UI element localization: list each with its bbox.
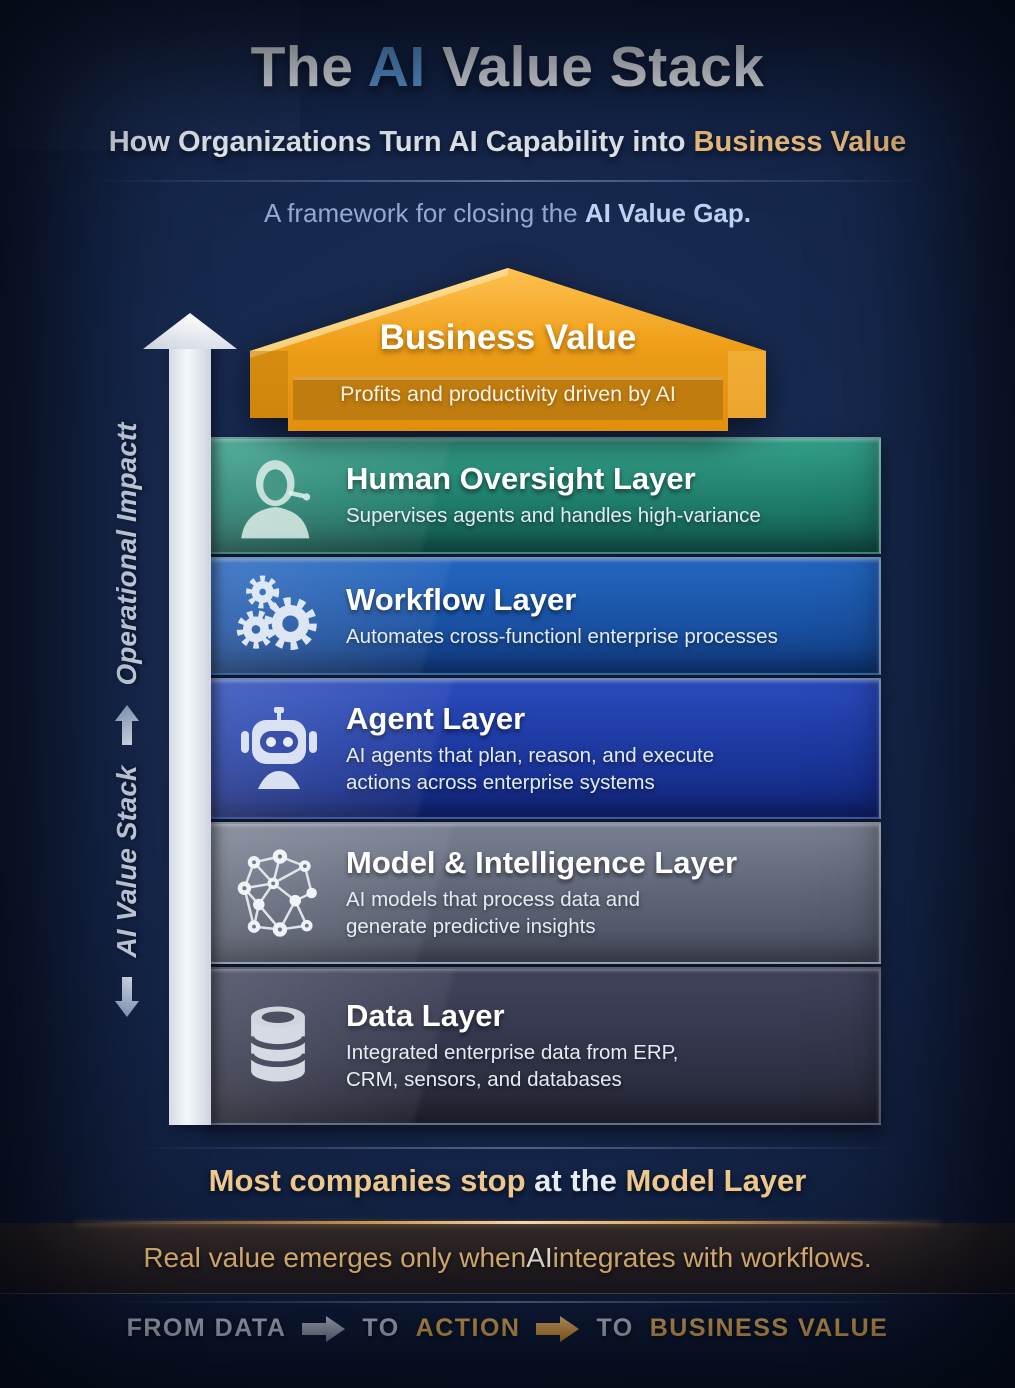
layer-subtitle: Supervises agents and handles high-varia… [346, 504, 761, 528]
footer-to-1: TO [362, 1314, 400, 1342]
footer-business-value: BUSINESS VALUE [649, 1314, 889, 1342]
layer-text: Data Layer Integrated enterprise data fr… [346, 998, 732, 1093]
layer-title: Agent Layer [346, 700, 526, 736]
database-icon [248, 1006, 308, 1082]
banner-pre: Real value emerges only when [143, 1242, 527, 1273]
layer-title: Workflow Layer [346, 581, 577, 617]
banner-post: integrates with workflows. [552, 1242, 872, 1273]
layer-subtitle: Automates cross-functionl enterprise pro… [346, 624, 778, 648]
neural-network-icon [237, 849, 317, 937]
page-title: The AI Value Stack [0, 34, 1015, 100]
gold-divider [75, 1221, 940, 1224]
layer-icon-box [210, 998, 346, 1094]
subtitle-accent: Business Value [693, 126, 907, 158]
layer-human-oversight: Human Oversight Layer Supervises agents … [208, 437, 881, 554]
real-value-banner: Real value emerges only when AI integrat… [0, 1223, 1015, 1294]
title-post: Value Stack [425, 35, 765, 99]
robot-icon [241, 706, 317, 789]
layer-text: Human Oversight Layer Supervises agents … [346, 461, 777, 530]
callout-part3: Model Layer [625, 1163, 807, 1198]
page-subtitle: How Organizations Turn AI Capability int… [0, 126, 1015, 159]
layer-data: Data Layer Integrated enterprise data fr… [208, 967, 881, 1125]
apex-title: Business Value [379, 318, 637, 357]
title-accent: AI [367, 35, 426, 99]
footer-from-data: FROM DATA [126, 1314, 287, 1342]
callout-part2: at the [525, 1163, 626, 1198]
tagline-accent: AI Value Gap. [584, 198, 751, 228]
layer-model-intelligence: Model & Intelligence Layer AI models tha… [208, 822, 881, 964]
layer-workflow: Workflow Layer Automates cross-functionl… [208, 557, 881, 675]
tagline-pre: A framework for closing the [264, 198, 585, 228]
layer-subtitle: AI agents that plan, reason, and execute… [346, 743, 715, 794]
layer-title: Model & Intelligence Layer [346, 845, 738, 881]
layer-text: Agent Layer AI agents that plan, reason,… [346, 701, 792, 796]
model-layer-callout: Most companies stop at the Model Layer [0, 1163, 1015, 1199]
person-headset-icon [241, 459, 311, 538]
layer-text: Workflow Layer Automates cross-functionl… [346, 582, 794, 651]
footer-flow: FROM DATA TO ACTION TO BUSINESS VALUE [0, 1314, 1015, 1343]
axis-lower-label: AI Value Stack [111, 765, 142, 958]
gold-arrow-icon [536, 1315, 580, 1342]
footer-action: ACTION [415, 1314, 521, 1342]
callout-part1: Most companies stop [208, 1163, 526, 1198]
layer-title: Data Layer [346, 998, 505, 1034]
axis-upper-label: Operational Impactt [111, 422, 142, 686]
value-stack-arrow-shaft [169, 342, 211, 1125]
layer-title: Human Oversight Layer [346, 461, 696, 497]
subtitle-pre: How Organizations Turn AI Capability int… [108, 126, 694, 158]
footer-to-2: TO [596, 1314, 634, 1342]
business-value-apex-shape [250, 268, 766, 431]
layer-icon-box [210, 568, 346, 664]
axis-label: AI Value Stack Operational Impactt [105, 325, 149, 1115]
layer-text: Model & Intelligence Layer AI models tha… [346, 845, 753, 940]
layer-icon-box [210, 845, 346, 941]
apex-subtitle: Profits and productivity driven by AI [340, 382, 676, 406]
gears-icon [236, 575, 317, 651]
layer-icon-box [210, 450, 346, 542]
value-stack-arrow-head [143, 313, 237, 349]
banner-accent: AI [526, 1242, 553, 1273]
header-divider [88, 180, 928, 182]
section-divider [130, 1147, 900, 1149]
down-arrow-icon [115, 977, 139, 1018]
gray-arrow-icon [302, 1315, 346, 1342]
up-arrow-icon [115, 705, 139, 746]
layer-icon-box [210, 699, 346, 799]
layer-agent: Agent Layer AI agents that plan, reason,… [208, 678, 881, 819]
footer-divider [105, 1301, 910, 1303]
tagline: A framework for closing the AI Value Gap… [0, 198, 1015, 229]
layer-subtitle: AI models that process data and generate… [346, 888, 641, 938]
layer-subtitle: Integrated enterprise data from ERP, CRM… [346, 1041, 679, 1091]
title-pre: The [250, 35, 368, 99]
